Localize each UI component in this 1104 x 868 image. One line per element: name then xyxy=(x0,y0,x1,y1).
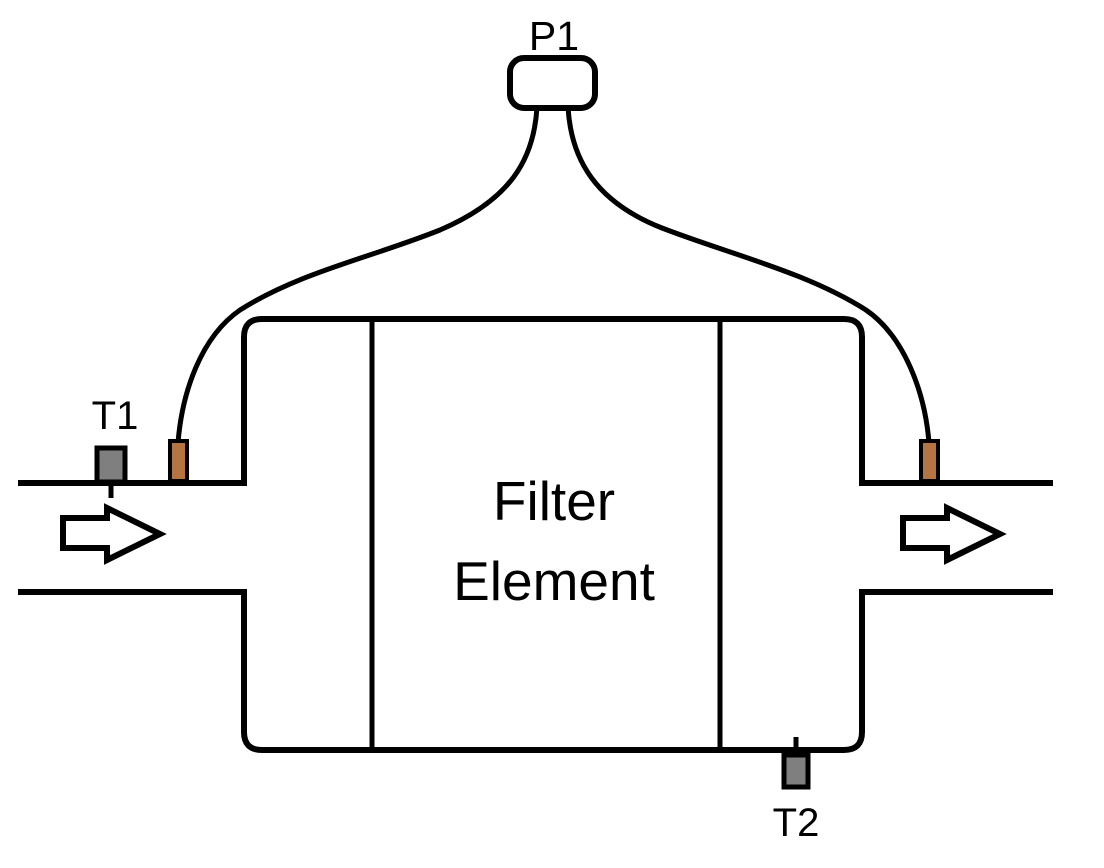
temp-sensor-t2-body xyxy=(781,752,811,790)
pressure-gauge-body xyxy=(507,55,598,111)
temp-sensor-t2-label: T2 xyxy=(773,801,820,845)
diagram-labels: P1 T1 T2 Filter Element xyxy=(92,13,820,845)
impulse-line-right xyxy=(565,106,932,444)
temp-sensor-t1-body xyxy=(94,445,128,485)
temp-sensor-t1-label: T1 xyxy=(92,394,139,438)
pressure-tap-left xyxy=(168,439,189,483)
flow-arrow-outlet xyxy=(900,503,1007,565)
pressure-tap-right xyxy=(919,439,940,483)
filter-housing-upper-outline xyxy=(241,316,865,486)
filter-housing-lower-outline xyxy=(241,589,865,753)
impulse-line-left xyxy=(175,106,540,444)
diagram-linework xyxy=(18,55,1053,790)
pressure-gauge-label: P1 xyxy=(529,13,579,59)
filter-element-label-line2: Element xyxy=(453,550,655,612)
flow-arrow-inlet xyxy=(60,503,167,565)
filter-element-label-line1: Filter xyxy=(493,470,615,532)
